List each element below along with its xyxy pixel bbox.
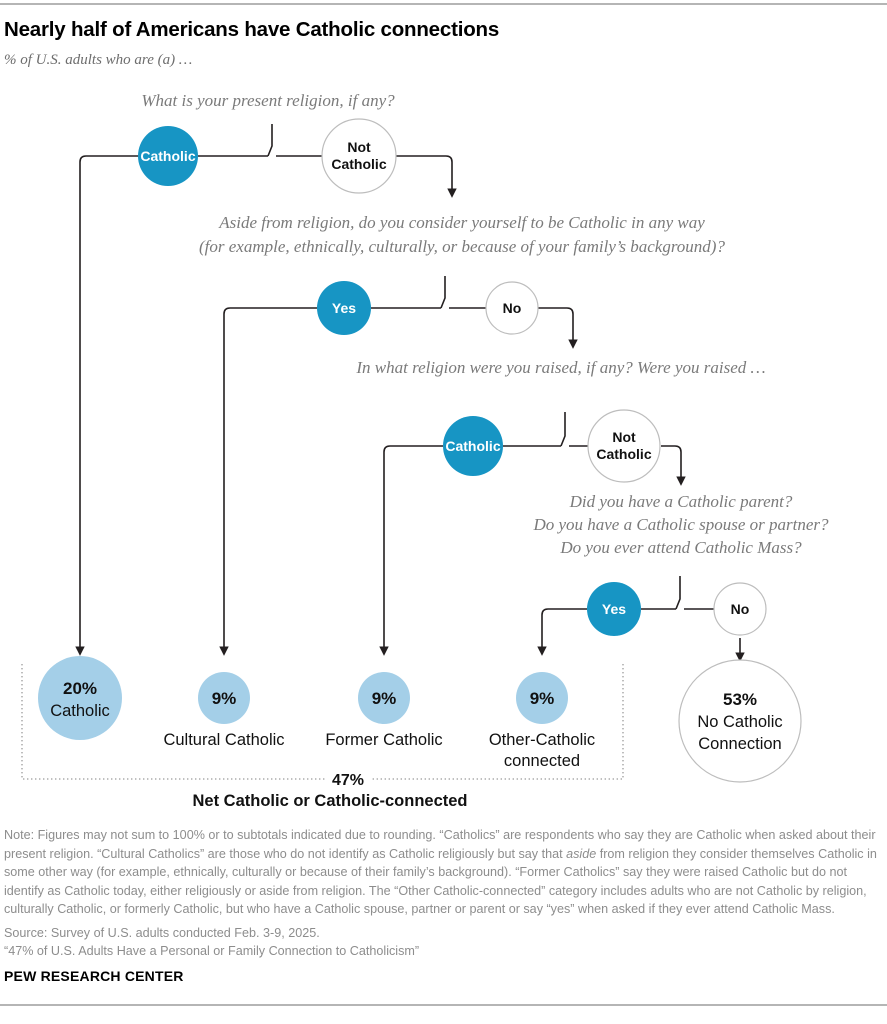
- result-other-catholic-connected-label-1: Other-Catholic: [489, 731, 595, 749]
- node-q2-no-label: No: [503, 300, 522, 316]
- result-other-catholic-connected-label-2: connected: [504, 752, 580, 770]
- result-no-catholic-connection[interactable]: 53% No Catholic Connection: [678, 659, 802, 783]
- result-former-catholic[interactable]: 9% Former Catholic: [325, 672, 443, 749]
- result-no-catholic-connection-pct: 53%: [723, 690, 757, 709]
- question-2-text-line1: Aside from religion, do you consider you…: [218, 213, 705, 232]
- pew-research-center-brand: PEW RESEARCH CENTER: [4, 968, 184, 984]
- connector-q3-not-catholic-down: [661, 445, 686, 486]
- footnote: Note: Figures may not sum to 100% or to …: [4, 826, 880, 919]
- net-label: Net Catholic or Catholic-connected: [192, 792, 467, 810]
- connector-q4-yes-to-result: [537, 608, 587, 656]
- top-divider: [0, 3, 887, 5]
- connector-q2-yes-to-result: [219, 307, 317, 656]
- connector-q3-catholic-to-result: [379, 445, 443, 656]
- connector-q2-question-stem: [440, 276, 446, 309]
- page-subtitle: % of U.S. adults who are (a) …: [4, 52, 193, 68]
- result-no-catholic-connection-label-1: No Catholic: [697, 713, 782, 731]
- question-4-text-line1: Did you have a Catholic parent?: [569, 492, 793, 511]
- net-pct: 47%: [332, 772, 364, 789]
- node-q4-yes-label: Yes: [602, 601, 626, 617]
- question-1-text: What is your present religion, if any?: [141, 91, 395, 110]
- question-3-text: In what religion were you raised, if any…: [355, 358, 765, 377]
- node-q1-catholic[interactable]: Catholic: [138, 126, 198, 186]
- node-q1-catholic-label: Catholic: [140, 148, 195, 164]
- connector-q4-question-stem: [675, 576, 681, 610]
- result-former-catholic-label: Former Catholic: [325, 731, 442, 749]
- question-4-text-line2: Do you have a Catholic spouse or partner…: [532, 515, 829, 534]
- connector-q3-question-stem: [560, 412, 566, 447]
- connector-q1-question-stem: [267, 124, 273, 157]
- connector-catholic-to-result: [75, 155, 140, 656]
- footnote-emphasis: aside: [566, 846, 597, 861]
- node-q1-not-catholic[interactable]: Not Catholic: [321, 118, 397, 194]
- node-q2-no[interactable]: No: [485, 281, 539, 335]
- node-q3-catholic[interactable]: Catholic: [443, 416, 503, 476]
- footnote-part-a: Note: Figures may not sum to 100% or to …: [4, 828, 876, 861]
- result-catholic[interactable]: 20% Catholic: [38, 656, 122, 740]
- footnote-part-b: from religion they consider themselves C…: [4, 846, 877, 917]
- result-cultural-catholic-pct: 9%: [212, 689, 237, 708]
- result-catholic-pct: 20%: [63, 679, 97, 698]
- result-former-catholic-pct: 9%: [372, 689, 397, 708]
- net-bracket-right: [372, 664, 624, 780]
- node-q2-yes-label: Yes: [332, 300, 356, 316]
- bottom-divider: [0, 1004, 887, 1006]
- result-no-catholic-connection-label-2: Connection: [698, 735, 781, 753]
- result-other-catholic-connected-pct: 9%: [530, 689, 555, 708]
- result-cultural-catholic-label: Cultural Catholic: [163, 731, 284, 749]
- result-cultural-catholic[interactable]: 9% Cultural Catholic: [163, 672, 285, 749]
- node-q4-no[interactable]: No: [713, 582, 767, 636]
- node-q2-yes[interactable]: Yes: [317, 281, 371, 335]
- connector-q2-no-down: [538, 307, 578, 349]
- result-catholic-label: Catholic: [50, 702, 110, 720]
- node-q3-catholic-label: Catholic: [445, 438, 500, 454]
- report-title: “47% of U.S. Adults Have a Personal or F…: [4, 944, 420, 958]
- node-q3-not-catholic-label-2: Catholic: [596, 446, 651, 462]
- net-bracket-left: [21, 664, 325, 780]
- question-4-text-line3: Do you ever attend Catholic Mass?: [559, 538, 802, 557]
- node-q3-not-catholic-label-1: Not: [612, 429, 636, 445]
- source-line: Source: Survey of U.S. adults conducted …: [4, 926, 320, 940]
- node-q4-no-label: No: [731, 601, 750, 617]
- connector-q1-not-catholic-down: [396, 155, 457, 198]
- page-title: Nearly half of Americans have Catholic c…: [4, 18, 500, 41]
- node-q4-yes[interactable]: Yes: [587, 582, 641, 636]
- node-q3-not-catholic[interactable]: Not Catholic: [587, 409, 661, 483]
- node-q1-not-catholic-label-1: Not: [347, 139, 371, 155]
- question-2-text-line2: (for example, ethnically, culturally, or…: [199, 237, 725, 256]
- result-other-catholic-connected[interactable]: 9% Other-Catholic connected: [489, 672, 595, 770]
- node-q1-not-catholic-label-2: Catholic: [331, 156, 386, 172]
